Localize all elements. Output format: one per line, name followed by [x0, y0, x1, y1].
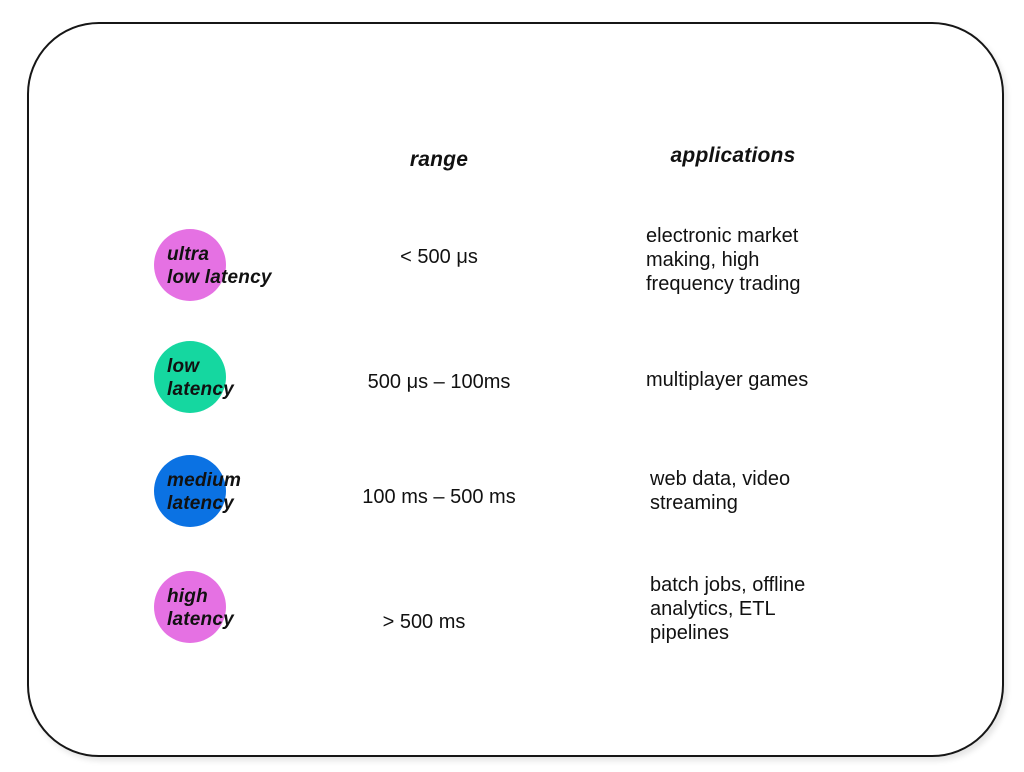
low-latency-label-line1: low [167, 356, 200, 377]
ultra-low-latency-label: ultra low latency [167, 243, 272, 289]
ultra-low-latency-circle [154, 229, 226, 301]
medium-latency-circle [154, 455, 226, 527]
low-latency-circle [154, 341, 226, 413]
low-latency-label-line2: latency [167, 379, 234, 400]
low-latency-applications: multiplayer games [646, 369, 809, 391]
medium-latency-label-line1: medium [167, 470, 242, 491]
high-latency-label-line1: high [167, 586, 208, 607]
column-header-range: range [409, 148, 469, 171]
ultra-low-latency-label-line1: ultra [167, 244, 210, 265]
high-latency-circle [154, 571, 226, 643]
low-latency-label: low latency [167, 355, 234, 401]
medium-latency-range: 100 ms – 500 ms [362, 486, 516, 508]
medium-latency-label-line2: latency [167, 493, 234, 514]
high-latency-range: > 500 ms [382, 611, 466, 633]
medium-latency-applications: web data, video streaming [650, 468, 791, 514]
column-header-applications: applications [670, 144, 796, 167]
ultra-low-latency-range: < 500 μs [400, 246, 478, 268]
ultra-low-latency-applications: electronic market making, high frequency… [646, 225, 801, 295]
medium-latency-label: medium latency [167, 469, 241, 515]
rounded-border-frame: range applications ultra low latency < 5… [27, 22, 1004, 757]
low-latency-range: 500 μs – 100ms [367, 371, 511, 393]
high-latency-label: high latency [167, 585, 234, 631]
high-latency-label-line2: latency [167, 609, 234, 630]
ultra-low-latency-label-line2: low latency [167, 267, 272, 288]
high-latency-applications: batch jobs, offline analytics, ETL pipel… [650, 574, 806, 644]
